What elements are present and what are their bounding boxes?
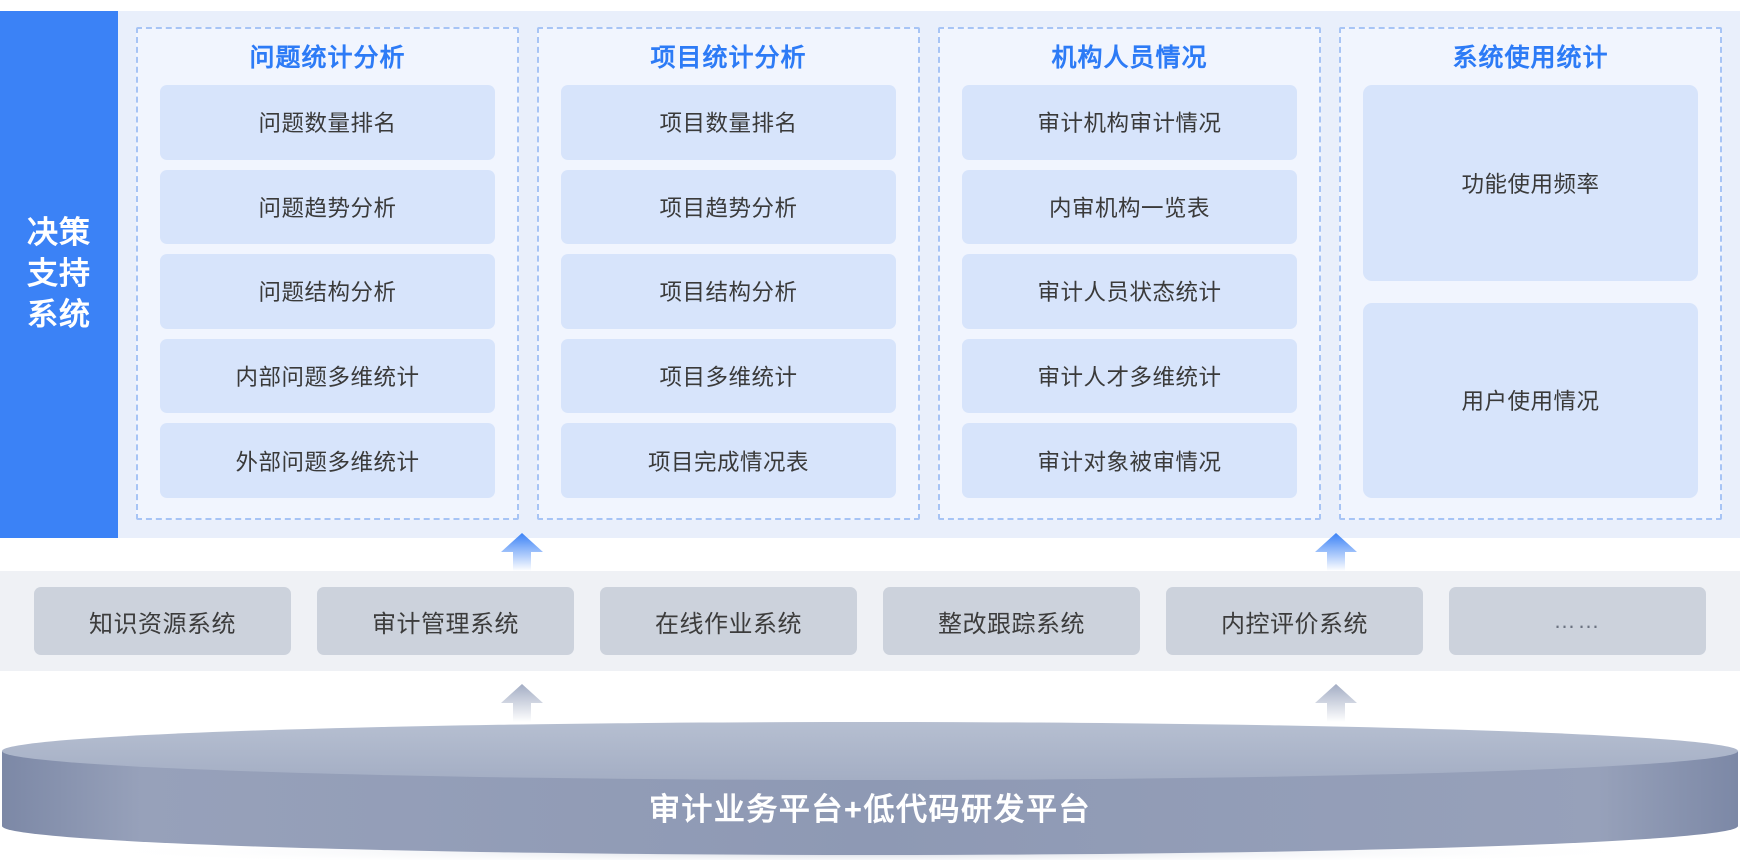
system-box-more[interactable]: …… bbox=[1449, 587, 1706, 655]
group-item[interactable]: 项目数量排名 bbox=[561, 85, 896, 160]
system-box[interactable]: 知识资源系统 bbox=[34, 587, 291, 655]
group-item[interactable]: 审计机构审计情况 bbox=[962, 85, 1297, 160]
sidebar-label: 决策 支持 系统 bbox=[27, 215, 91, 332]
group-item-list: 项目数量排名 项目趋势分析 项目结构分析 项目多维统计 项目完成情况表 bbox=[561, 85, 896, 498]
platform-cylinder: 审计业务平台+低代码研发平台 bbox=[0, 722, 1740, 860]
system-box[interactable]: 审计管理系统 bbox=[317, 587, 574, 655]
group-title: 系统使用统计 bbox=[1452, 44, 1609, 72]
arrow-up-icon-platform-left bbox=[500, 684, 544, 722]
group-organization-personnel: 机构人员情况 审计机构审计情况 内审机构一览表 审计人员状态统计 审计人才多维统… bbox=[938, 27, 1321, 520]
group-item[interactable]: 用户使用情况 bbox=[1363, 302, 1698, 498]
source-systems-bar: 知识资源系统 审计管理系统 在线作业系统 整改跟踪系统 内控评价系统 …… bbox=[0, 571, 1740, 671]
group-problem-statistics: 问题统计分析 问题数量排名 问题趋势分析 问题结构分析 内部问题多维统计 外部问… bbox=[136, 27, 519, 520]
group-item[interactable]: 问题趋势分析 bbox=[160, 169, 495, 245]
group-project-statistics: 项目统计分析 项目数量排名 项目趋势分析 项目结构分析 项目多维统计 项目完成情… bbox=[537, 27, 920, 520]
group-title: 问题统计分析 bbox=[249, 44, 406, 72]
system-box[interactable]: 内控评价系统 bbox=[1166, 587, 1423, 655]
group-item[interactable]: 问题数量排名 bbox=[160, 85, 495, 160]
analysis-groups-panel: 问题统计分析 问题数量排名 问题趋势分析 问题结构分析 内部问题多维统计 外部问… bbox=[118, 11, 1740, 538]
group-item[interactable]: 内部问题多维统计 bbox=[160, 338, 495, 414]
group-item[interactable]: 功能使用频率 bbox=[1363, 85, 1698, 281]
sidebar-decision-support: 决策 支持 系统 bbox=[0, 11, 118, 538]
decision-support-region: 决策 支持 系统 问题统计分析 问题数量排名 问题趋势分析 问题结构分析 内部问… bbox=[0, 11, 1740, 538]
group-item[interactable]: 问题结构分析 bbox=[160, 254, 495, 329]
group-item[interactable]: 项目结构分析 bbox=[561, 254, 896, 329]
group-item-list: 功能使用频率 用户使用情况 bbox=[1363, 85, 1698, 498]
group-item[interactable]: 项目完成情况表 bbox=[561, 423, 896, 498]
group-item[interactable]: 审计人才多维统计 bbox=[962, 338, 1297, 414]
system-box[interactable]: 整改跟踪系统 bbox=[883, 587, 1140, 655]
group-item[interactable]: 项目趋势分析 bbox=[561, 169, 896, 245]
group-title: 机构人员情况 bbox=[1051, 44, 1208, 72]
group-item[interactable]: 审计人员状态统计 bbox=[962, 254, 1297, 329]
system-box[interactable]: 在线作业系统 bbox=[600, 587, 857, 655]
group-item[interactable]: 外部问题多维统计 bbox=[160, 423, 495, 498]
arrow-up-icon-left bbox=[500, 533, 544, 571]
group-item[interactable]: 审计对象被审情况 bbox=[962, 423, 1297, 498]
arrow-up-icon-platform-right bbox=[1314, 684, 1358, 722]
group-item-list: 问题数量排名 问题趋势分析 问题结构分析 内部问题多维统计 外部问题多维统计 bbox=[160, 85, 495, 498]
group-title: 项目统计分析 bbox=[650, 44, 807, 72]
group-item[interactable]: 内审机构一览表 bbox=[962, 169, 1297, 245]
group-item-list: 审计机构审计情况 内审机构一览表 审计人员状态统计 审计人才多维统计 审计对象被… bbox=[962, 85, 1297, 498]
group-item[interactable]: 项目多维统计 bbox=[561, 338, 896, 414]
arrow-up-icon-right bbox=[1314, 533, 1358, 571]
group-system-usage-statistics: 系统使用统计 功能使用频率 用户使用情况 bbox=[1339, 27, 1722, 520]
